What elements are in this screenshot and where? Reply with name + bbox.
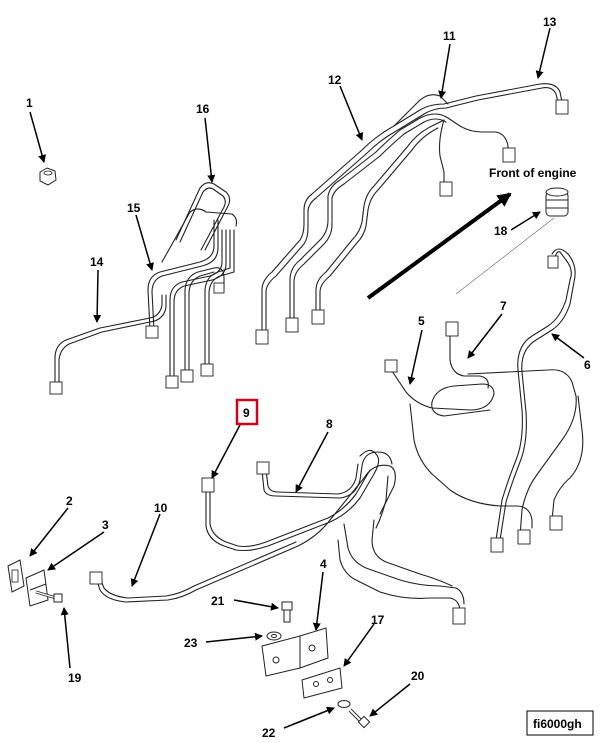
bolt-part-21 bbox=[281, 601, 293, 623]
callout-3: 3 bbox=[102, 518, 109, 532]
callout-19: 19 bbox=[68, 671, 82, 685]
washer-part-22 bbox=[337, 700, 351, 708]
callout-13: 13 bbox=[543, 15, 557, 29]
figure-id-box: fi6000gh bbox=[526, 710, 594, 736]
callout-23: 23 bbox=[184, 636, 198, 650]
callout-5: 5 bbox=[418, 314, 425, 328]
highlighted-callout-9[interactable]: 9 bbox=[235, 398, 259, 426]
callout-11: 11 bbox=[443, 29, 456, 43]
sleeve-part-18 bbox=[455, 187, 569, 295]
figure-id: fi6000gh bbox=[533, 717, 582, 731]
bolt-part-20 bbox=[348, 708, 371, 729]
bolt-part-19 bbox=[35, 590, 63, 603]
callout-8: 8 bbox=[326, 417, 333, 431]
callout-17: 17 bbox=[371, 613, 385, 627]
washer-part-23 bbox=[266, 631, 282, 641]
callout-18: 18 bbox=[494, 224, 508, 238]
callout-6: 6 bbox=[584, 358, 591, 372]
tube-group-lower bbox=[89, 449, 466, 625]
tube-group-upper bbox=[255, 83, 569, 345]
nut-part-1 bbox=[39, 167, 57, 186]
callout-labels: 1 16 15 14 12 11 13 18 7 5 6 8 10 2 3 4 … bbox=[26, 15, 591, 740]
bracket-part-17 bbox=[301, 667, 343, 699]
callout-20: 20 bbox=[411, 669, 425, 683]
tube-group-right bbox=[384, 248, 584, 553]
callout-1: 1 bbox=[26, 96, 33, 110]
callout-15: 15 bbox=[127, 201, 141, 215]
front-of-engine-indicator bbox=[366, 192, 512, 300]
clamp-part-3 bbox=[25, 569, 49, 607]
callout-4: 4 bbox=[320, 557, 327, 571]
callout-14: 14 bbox=[90, 255, 104, 269]
callout-10: 10 bbox=[154, 501, 168, 515]
bracket-part-4 bbox=[261, 627, 329, 677]
callout-22: 22 bbox=[262, 726, 276, 740]
callout-7: 7 bbox=[500, 299, 507, 313]
callout-9: 9 bbox=[243, 406, 250, 420]
leader-lines bbox=[29, 27, 585, 729]
callout-21: 21 bbox=[211, 594, 225, 608]
tube-group-left bbox=[49, 182, 238, 395]
callout-12: 12 bbox=[328, 73, 342, 87]
front-of-engine-label: Front of engine bbox=[489, 166, 577, 180]
callout-2: 2 bbox=[66, 494, 73, 508]
clip-part-2 bbox=[7, 559, 25, 593]
callout-16: 16 bbox=[196, 102, 210, 116]
